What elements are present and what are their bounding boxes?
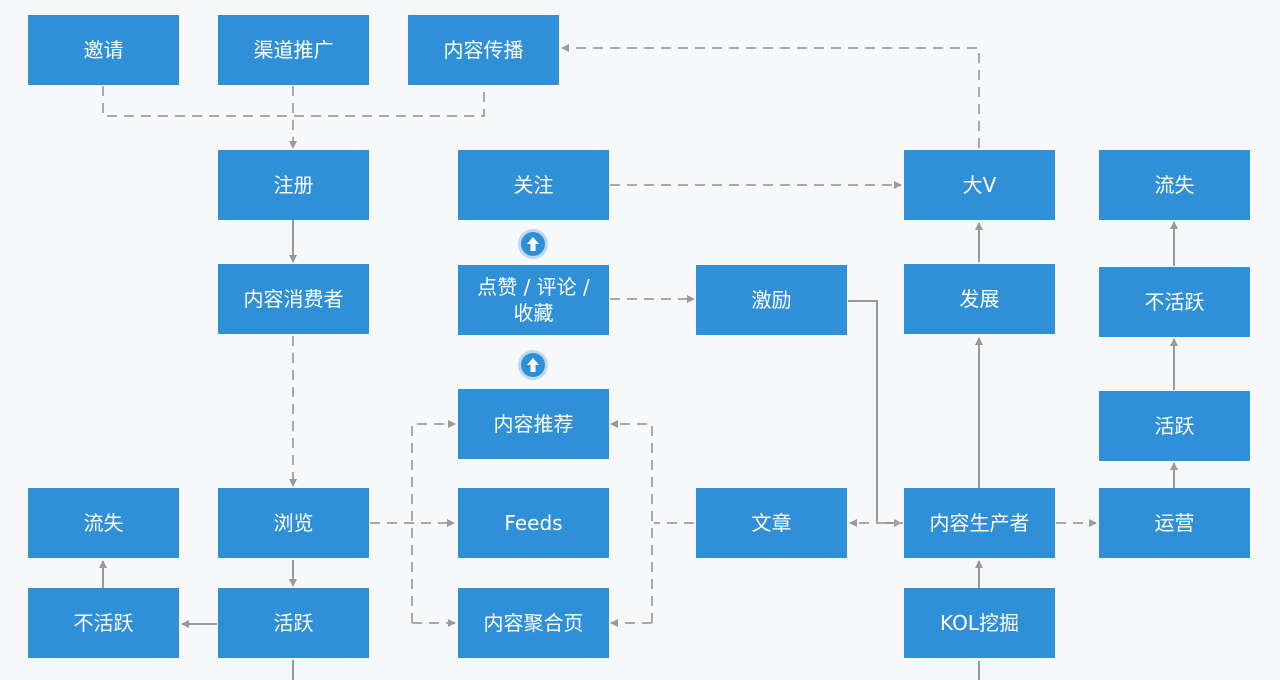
- node-channel-promotion: 渠道推广: [218, 15, 369, 85]
- connector-sources-merge: [102, 86, 485, 117]
- connector-article-to-recommend: [610, 420, 653, 623]
- node-browse: 浏览: [218, 488, 369, 558]
- node-register: 注册: [218, 150, 369, 220]
- up-arrow-icon: [521, 353, 545, 377]
- node-follow: 关注: [458, 150, 609, 220]
- node-content-spread: 内容传播: [408, 15, 559, 85]
- node-develop: 发展: [904, 264, 1055, 334]
- node-content-consumer: 内容消费者: [218, 264, 369, 334]
- node-kol-mining: KOL挖掘: [904, 588, 1055, 658]
- connector-bigv-to-spread: [561, 44, 980, 148]
- node-feeds: Feeds: [458, 488, 609, 558]
- node-inactive-left: 不活跃: [28, 588, 179, 658]
- node-operation: 运营: [1099, 488, 1250, 558]
- node-churn-right: 流失: [1099, 150, 1250, 220]
- node-churn-left: 流失: [28, 488, 179, 558]
- node-active-right: 活跃: [1099, 391, 1250, 461]
- connector-bracket-to-recommend: [411, 420, 456, 623]
- node-content-producer: 内容生产者: [904, 488, 1055, 558]
- node-like-comment-collect: 点赞 / 评论 / 收藏: [458, 265, 609, 335]
- node-big-v: 大V: [904, 150, 1055, 220]
- node-content-recommend: 内容推荐: [458, 389, 609, 459]
- node-aggregation-page: 内容聚合页: [458, 588, 609, 658]
- node-active-left: 活跃: [218, 588, 369, 658]
- up-arrow-icon: [521, 232, 545, 256]
- connector-incentive-producer: [848, 300, 902, 527]
- node-incentive: 激励: [696, 265, 847, 335]
- node-article: 文章: [696, 488, 847, 558]
- node-invite: 邀请: [28, 15, 179, 85]
- node-inactive-right: 不活跃: [1099, 267, 1250, 337]
